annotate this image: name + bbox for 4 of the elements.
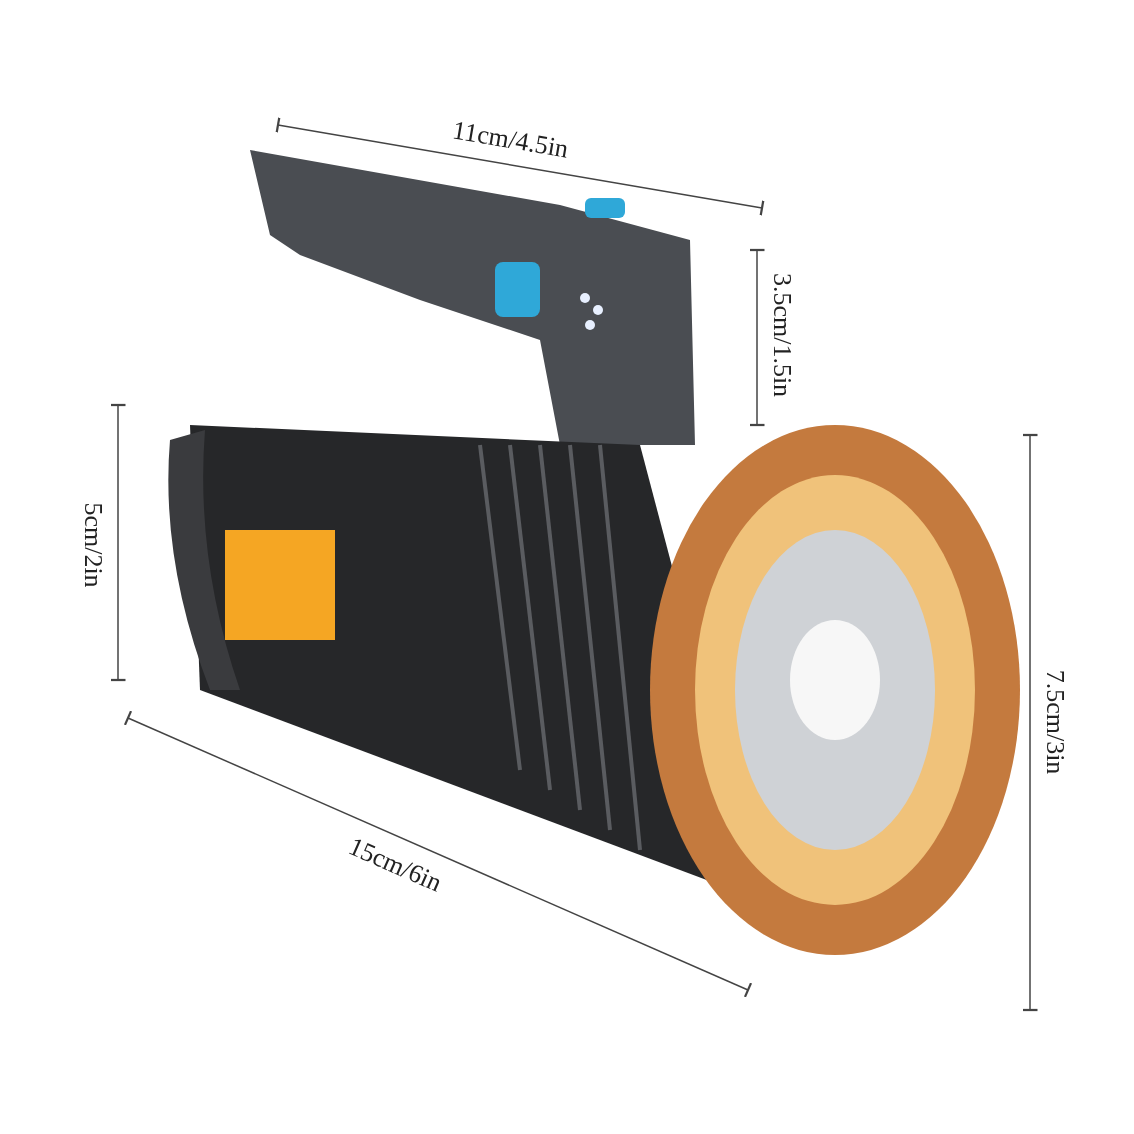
dimension-label: 7.5cm/3in bbox=[1039, 669, 1070, 775]
dimension-label: 3.5cm/1.5in bbox=[767, 272, 798, 398]
dimension-label: 11cm/4.5in bbox=[449, 115, 570, 165]
dimension-label: 5cm/2in bbox=[77, 502, 108, 588]
